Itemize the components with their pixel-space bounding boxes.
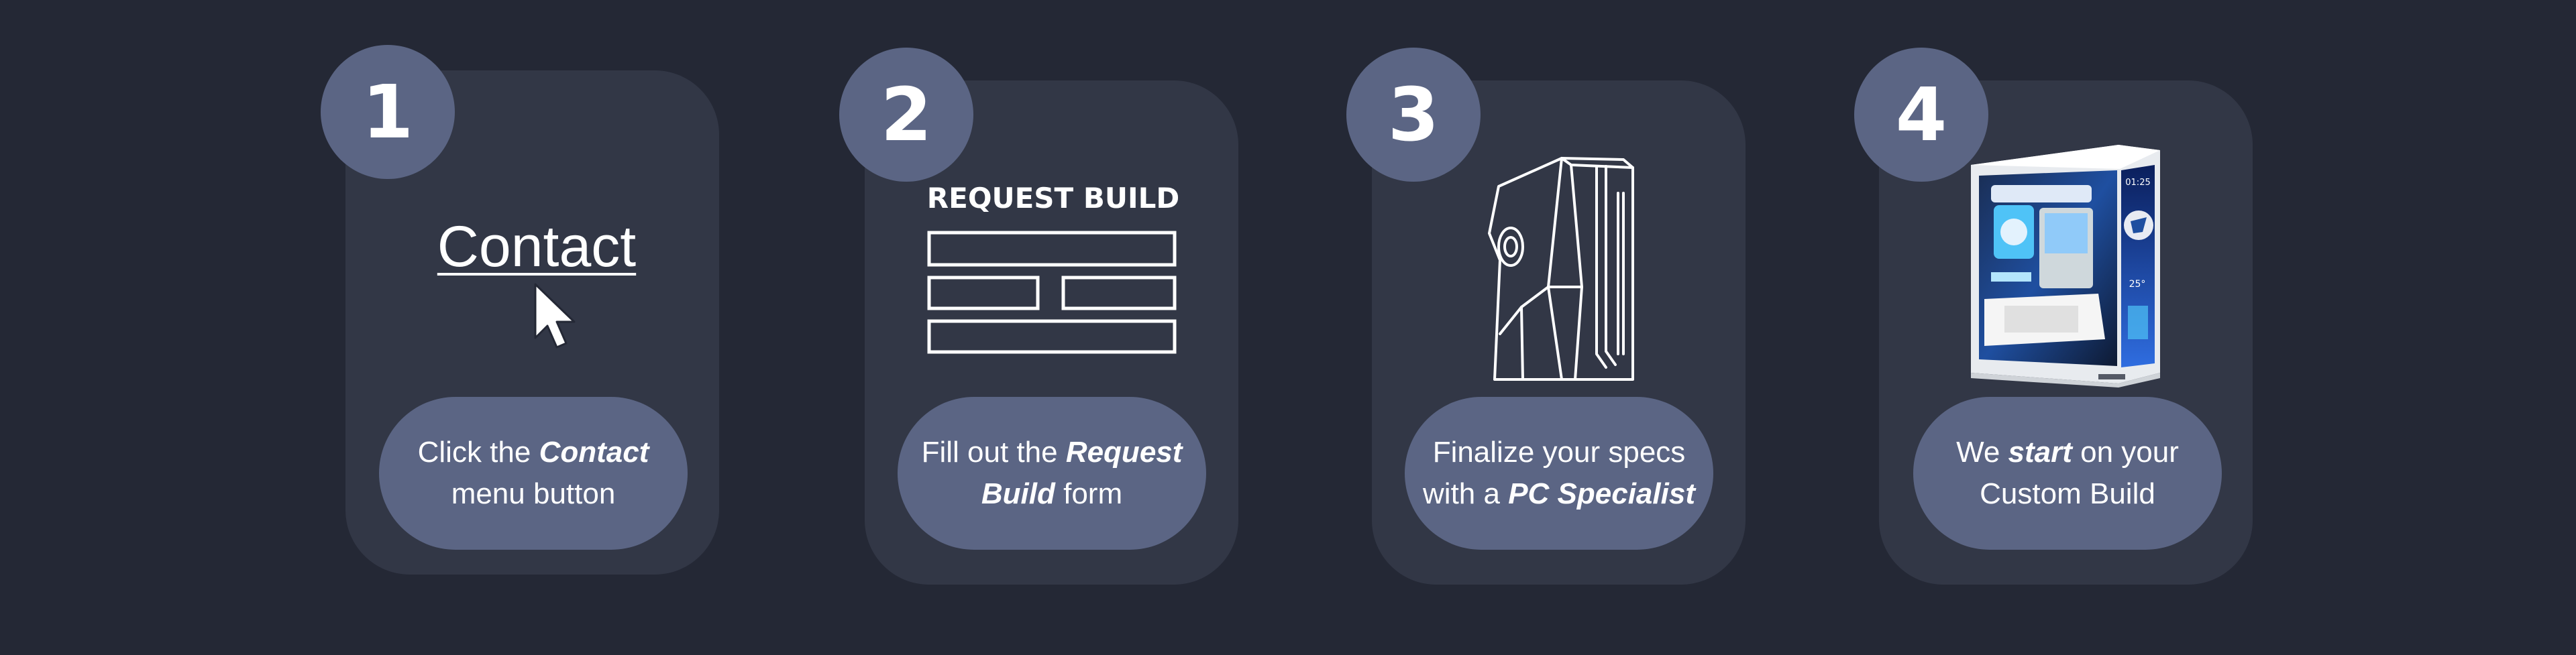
step-4-caption-emphasis: start [2008,436,2072,469]
step-3-number-badge: 3 [1346,48,1481,182]
step-2-caption: Fill out the Request Build form [898,397,1206,550]
step-1-number: 1 [362,69,414,155]
step-2-caption-text: Fill out the Request Build form [911,432,1193,515]
step-3-caption-before: Finalize your specs with a [1423,436,1686,510]
request-build-form-illustration: REQUEST BUILD [919,180,1187,361]
contact-link-text: Contact [437,215,637,279]
form-fields-icon [927,231,1177,354]
step-1-caption-emphasis: Contact [539,436,649,469]
step-1-caption-after: menu button [451,477,616,510]
pc-screen-temp: 25° [2129,279,2146,290]
step-2-number: 2 [880,72,932,158]
step-1-caption-before: Click the [417,436,539,469]
step-3-number: 3 [1387,72,1440,158]
step-4-number: 4 [1895,72,1947,158]
step-3-caption-emphasis: PC Specialist [1508,477,1695,510]
step-1-caption: Click the Contact menu button [379,397,688,550]
step-1-caption-text: Click the Contact menu button [392,432,674,515]
step-4-number-badge: 4 [1854,48,1988,182]
custom-pc-build-image: 01:25 25° [1971,145,2160,388]
cursor-arrow-icon [534,283,576,349]
step-2-caption-before: Fill out the [921,436,1066,469]
step-3-caption-text: Finalize your specs with a PC Specialist [1418,432,1700,515]
step-4-caption-before: We [1956,436,2008,469]
step-3-caption: Finalize your specs with a PC Specialist [1405,397,1713,550]
step-4-caption: We start on your Custom Build [1913,397,2222,550]
step-4-caption-text: We start on your Custom Build [1927,432,2208,515]
pc-screen-time: 01:25 [2125,178,2150,188]
step-2-caption-after: form [1055,477,1123,510]
step-1-number-badge: 1 [321,45,455,179]
pc-case-outline-icon [1488,157,1634,381]
step-2-caption-emphasis: Request Build [981,436,1183,510]
request-build-heading: REQUEST BUILD [926,182,1180,215]
step-2-number-badge: 2 [839,48,973,182]
contact-menu-illustration: Contact [416,213,657,354]
step-4-caption-after: on your Custom Build [1980,436,2179,510]
